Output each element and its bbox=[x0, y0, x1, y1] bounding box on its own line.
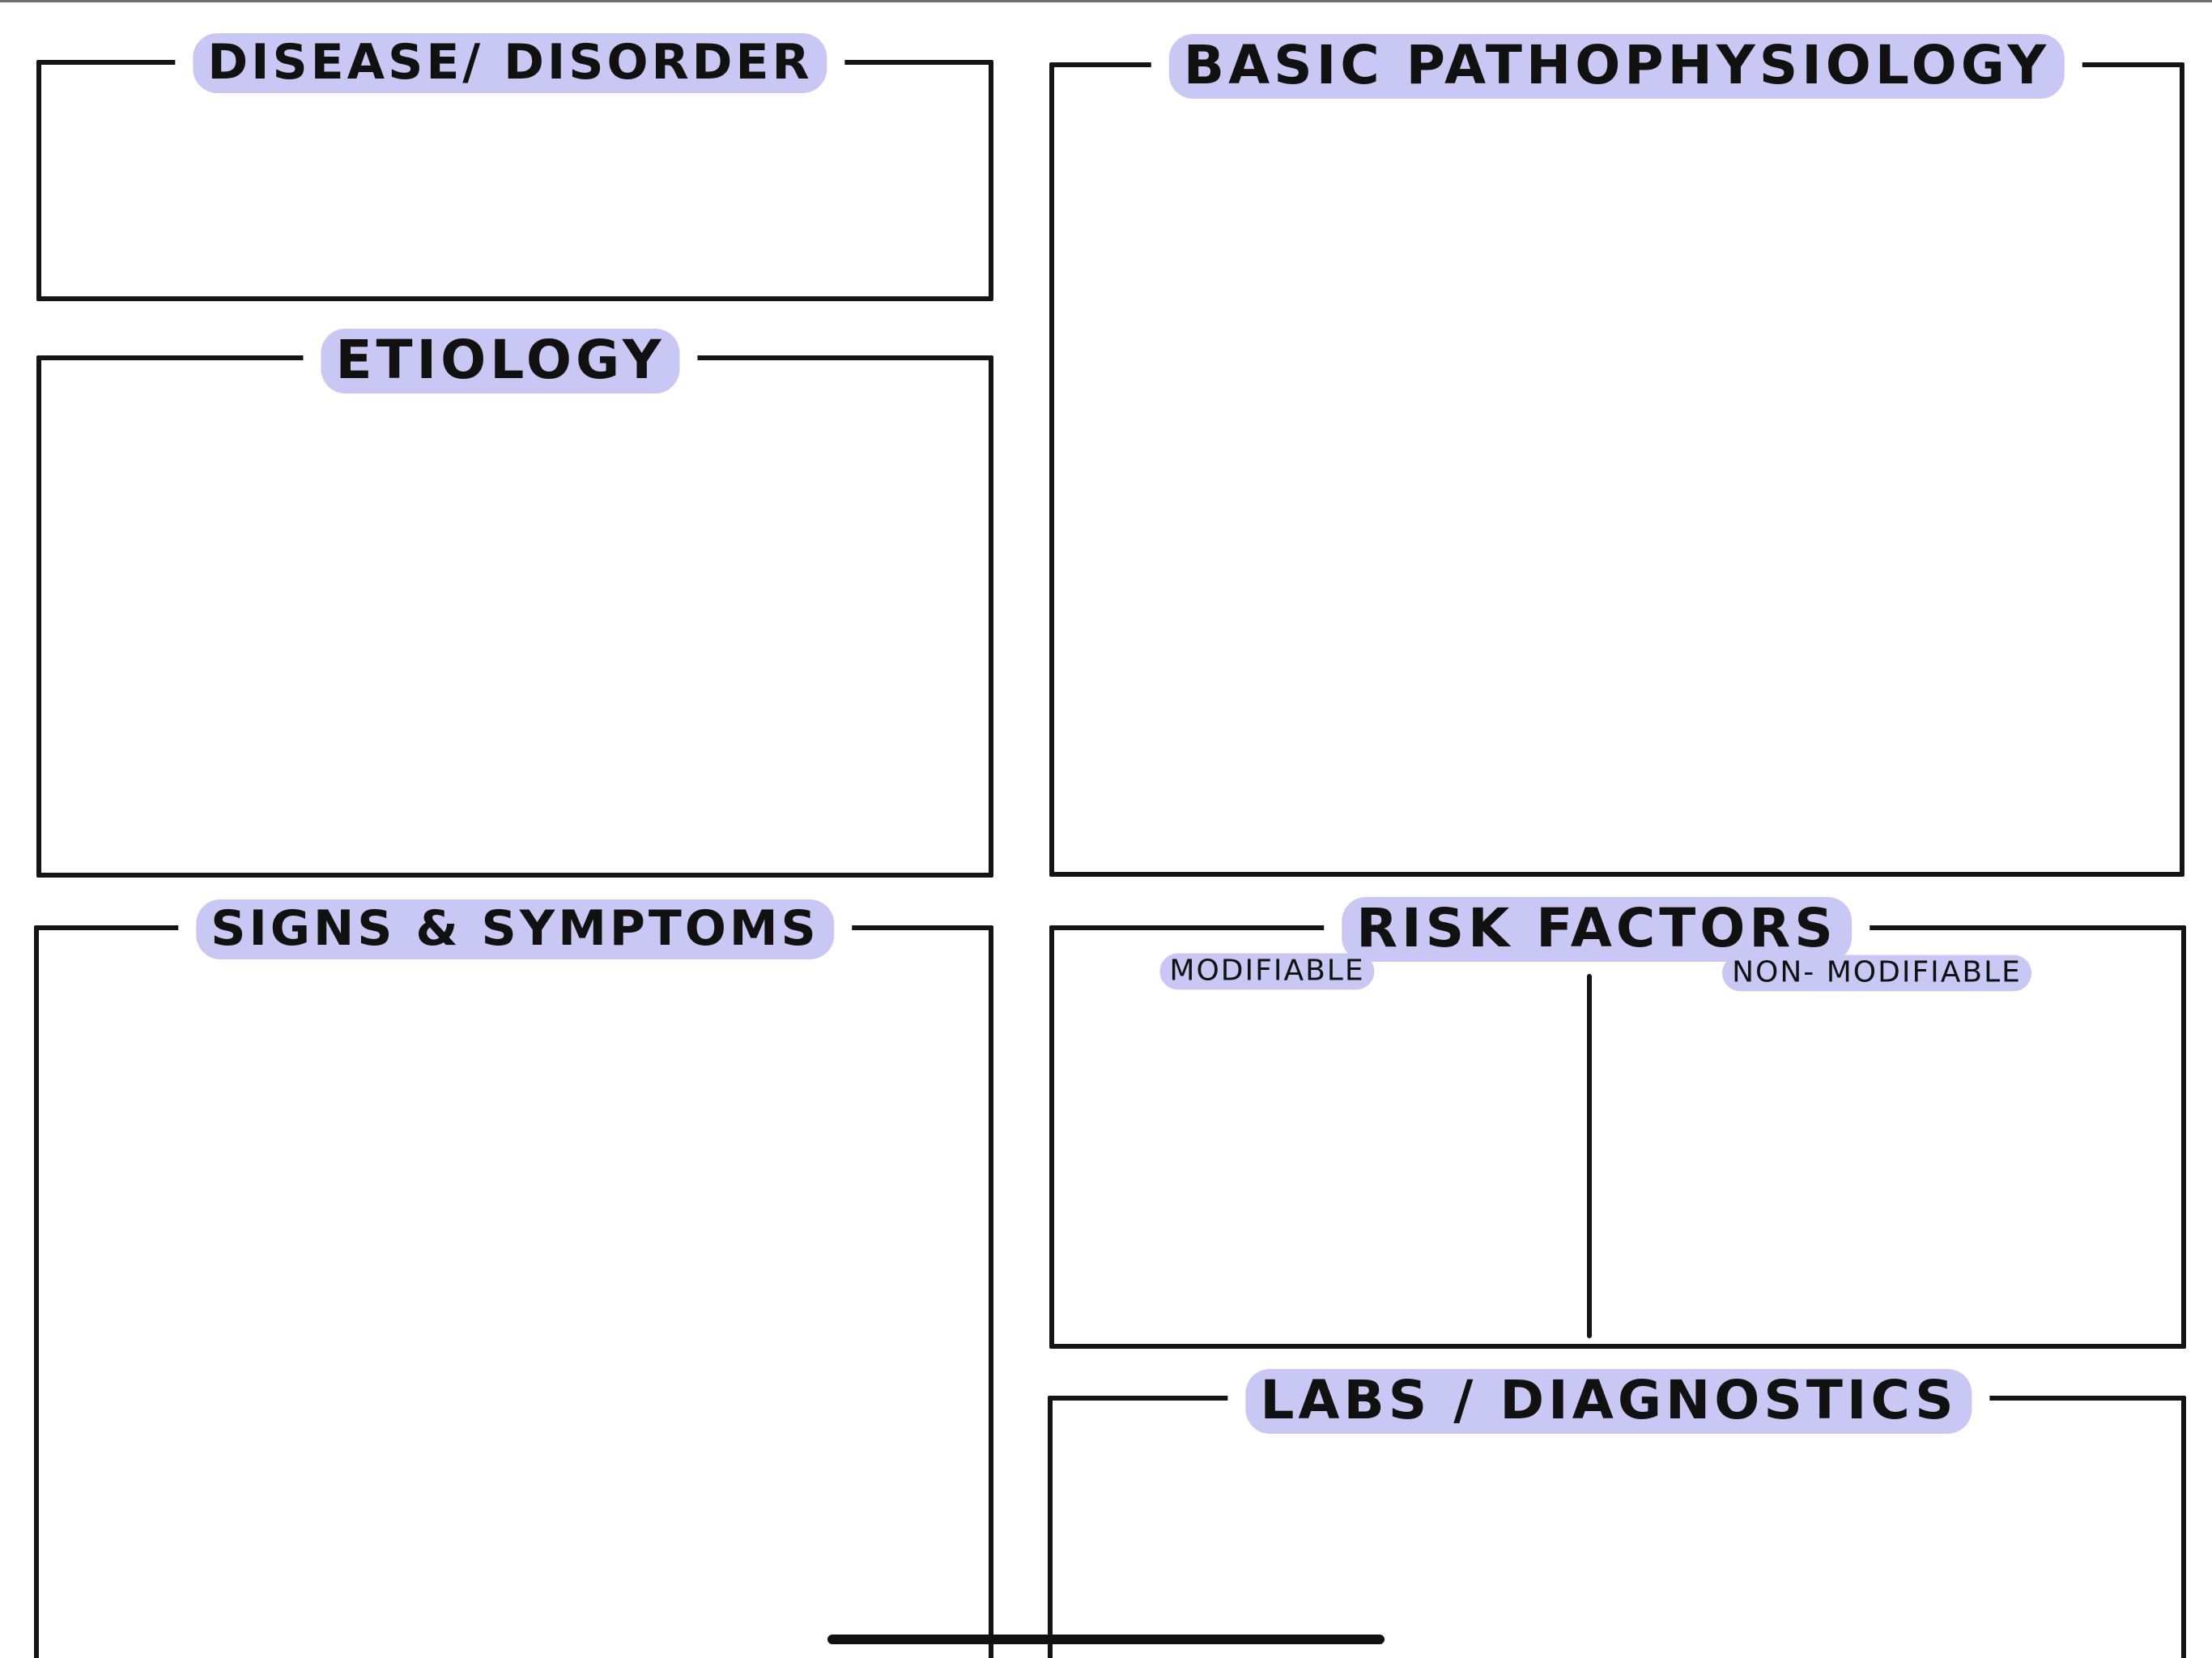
labs-diagnostics-title-text: Labs / Diagnostics bbox=[1245, 1369, 1972, 1434]
etiology-title: Etiology bbox=[303, 329, 698, 393]
basic-pathophysiology-title: Basic Pathophysiology bbox=[1151, 34, 2083, 99]
basic-pathophysiology-box[interactable] bbox=[1049, 62, 2184, 877]
modifiable-label: Modifiable bbox=[1159, 953, 1375, 990]
risk-factors-title-text: Risk Factors bbox=[1342, 897, 1852, 962]
disease-disorder-title-text: Disease/ Disorder bbox=[193, 33, 827, 93]
labs-diagnostics-title: Labs / Diagnostics bbox=[1227, 1369, 1990, 1434]
disease-disorder-title: Disease/ Disorder bbox=[175, 33, 845, 93]
labs-diagnostics-box[interactable] bbox=[1048, 1396, 2186, 1658]
non-modifiable-label: Non- Modifiable bbox=[1722, 954, 2031, 992]
signs-symptoms-title-text: Signs & Symptoms bbox=[196, 899, 834, 959]
non-modifiable-label-text: Non- Modifiable bbox=[1722, 954, 2031, 992]
screen-top-edge bbox=[0, 0, 2212, 2]
disease-disorder-box[interactable] bbox=[36, 60, 993, 301]
signs-symptoms-box[interactable] bbox=[34, 925, 993, 1658]
signs-symptoms-title: Signs & Symptoms bbox=[178, 899, 852, 959]
etiology-title-text: Etiology bbox=[321, 329, 680, 393]
etiology-box[interactable] bbox=[36, 355, 993, 878]
modifiable-label-text: Modifiable bbox=[1159, 953, 1375, 990]
home-indicator-bar[interactable] bbox=[827, 1635, 1385, 1644]
basic-pathophysiology-title-text: Basic Pathophysiology bbox=[1168, 34, 2065, 99]
risk-factors-title: Risk Factors bbox=[1324, 897, 1870, 962]
risk-factors-divider bbox=[1587, 974, 1592, 1338]
